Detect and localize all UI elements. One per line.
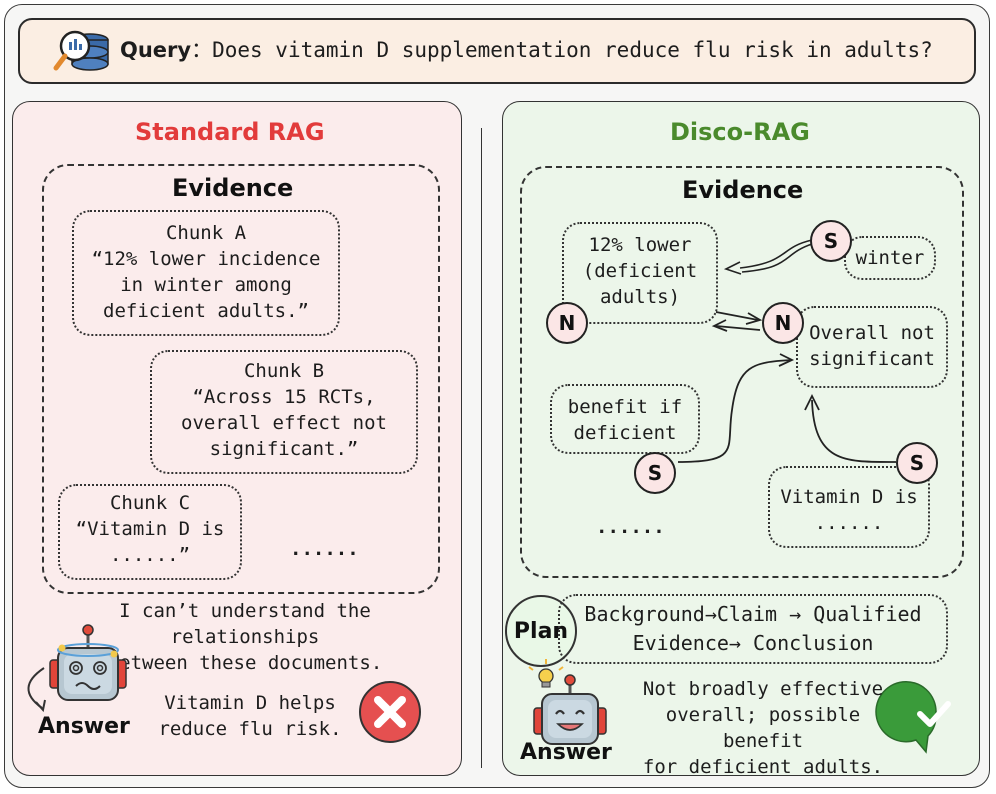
box-overall-text: Overall not significant (809, 322, 935, 370)
arrow-s-to-12-lower-head (723, 261, 742, 275)
arrow-s2-to-overall (677, 359, 793, 463)
arrow-s-to-12-lower-strand (741, 243, 813, 273)
left-answer-text: Vitamin D helps reduce flu risk. (158, 692, 342, 740)
left-answer-label: Answer (38, 714, 130, 739)
right-ellipsis: ...... (596, 516, 665, 538)
disco-rag-title: Disco-RAG (670, 118, 810, 146)
node-s-winter: S (810, 220, 852, 262)
plan-text: Background→Claim → Qualified Evidence→ C… (584, 602, 922, 655)
lightbulb-icon (528, 659, 564, 688)
confused-robot-icon (49, 624, 127, 701)
right-evidence-title: Evidence (682, 176, 804, 204)
box-vitamin-d (768, 466, 930, 548)
arrow-s3-to-overall-head (804, 393, 820, 411)
left-ellipsis: ...... (290, 538, 359, 560)
arrow-s-to-12-lower (739, 239, 813, 269)
box-benefit-if-deficient (550, 384, 700, 454)
check-icon (875, 681, 951, 754)
chunk-a-box (72, 210, 340, 336)
arrow-s3-to-overall (811, 399, 897, 463)
right-answer-text: Not broadly effective overall; possible … (642, 678, 884, 778)
box-winter-text: winter (855, 247, 925, 269)
node-s-benefit: S (634, 452, 676, 494)
chunk-a-text: Chunk A “12% lower incidence in winter a… (91, 222, 321, 322)
box-overall-not-significant (796, 306, 948, 388)
query-colon: ： (191, 38, 213, 62)
arrow-n1-to-n2 (715, 311, 759, 321)
box-winter (844, 236, 936, 280)
box-benefit-text: benefit if deficient (567, 396, 683, 444)
arrow-n2-to-n1 (715, 325, 761, 331)
database-search-icon (53, 30, 109, 71)
cross-icon (359, 681, 421, 743)
query-text: Query：Does vitamin D supplementation red… (120, 34, 933, 64)
standard-rag-title: Standard RAG (135, 118, 325, 146)
right-evidence-container (520, 166, 964, 578)
happy-robot-icon (533, 674, 607, 745)
chunk-b-text: Chunk B “Across 15 RCTs, overall effect … (181, 360, 387, 460)
chunk-c-box (58, 484, 242, 580)
arrow-n2-to-n1-head (711, 319, 728, 332)
right-answer-label: Answer (520, 740, 612, 765)
box-12-lower-text: 12% lower (deficient adults) (582, 234, 698, 308)
query-bar (18, 18, 976, 84)
panel-divider (481, 128, 482, 768)
node-n-overall: N (762, 302, 804, 344)
box-12-lower (562, 222, 718, 324)
left-evidence-title: Evidence (172, 174, 294, 202)
left-answer-curve-arrowhead (35, 699, 46, 713)
query-question: Does vitamin D supplementation reduce fl… (212, 38, 933, 62)
arrow-n1-to-n2-head (745, 312, 763, 325)
node-s-vitamin-d: S (896, 442, 938, 484)
query-label: Query (120, 38, 192, 62)
plan-box (558, 594, 948, 664)
confusion-text: I can’t understand the relationships bet… (107, 600, 383, 674)
chunk-c-text: Chunk C “Vitamin D is ......” (75, 492, 225, 566)
arrow-s2-to-overall-head (778, 353, 795, 367)
node-n-12-lower: N (546, 302, 588, 344)
box-vitamin-d-text: Vitamin D is ...... (780, 486, 918, 534)
chunk-b-box (150, 350, 418, 474)
left-evidence-container (42, 164, 440, 594)
